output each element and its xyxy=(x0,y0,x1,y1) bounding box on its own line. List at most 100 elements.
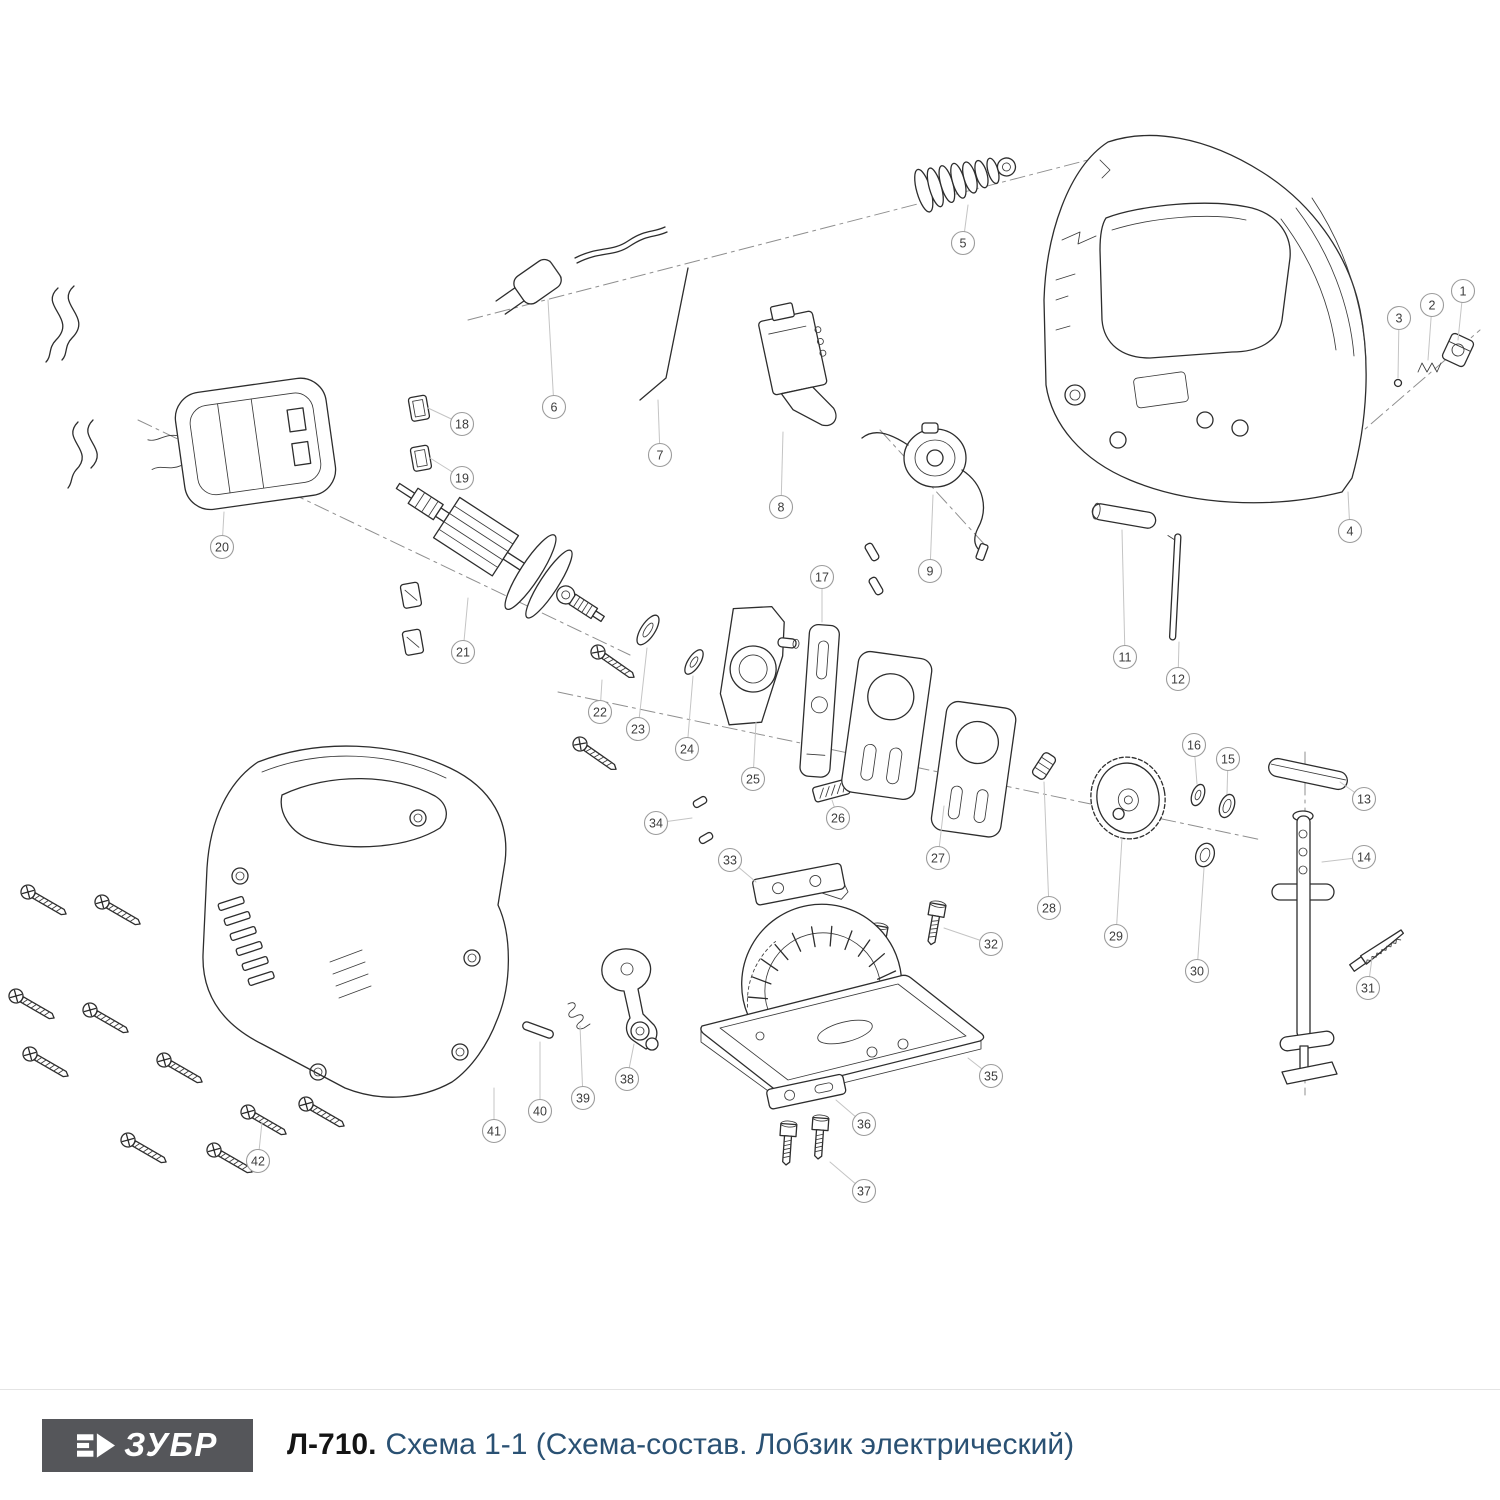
callout-circle xyxy=(1351,844,1377,870)
part-clamp-spring xyxy=(1417,362,1442,373)
part-socket-screw-a xyxy=(922,899,948,947)
callout-number: 15 xyxy=(1221,753,1235,767)
callout-circle xyxy=(209,534,235,560)
callout-circle xyxy=(570,1085,596,1111)
scheme-title: Схема 1-1 (Схема-состав. Лобзик электрич… xyxy=(385,1428,1075,1461)
callout-leader-line xyxy=(686,675,694,750)
part-screw-22a xyxy=(587,641,639,684)
part-spring xyxy=(567,1002,591,1030)
callout-circle xyxy=(614,1066,640,1092)
callout-number: 14 xyxy=(1357,851,1371,865)
part-screw-22b xyxy=(569,733,621,776)
callout-leader-line xyxy=(929,494,934,572)
callout-number: 29 xyxy=(1109,930,1123,944)
callout-number: 13 xyxy=(1357,793,1371,807)
callout-leader-line xyxy=(1196,867,1205,972)
callout-circle xyxy=(450,639,476,665)
lead-wires xyxy=(45,285,98,489)
callout-circle xyxy=(809,564,835,590)
callout-circle xyxy=(1165,666,1191,692)
callout-circle xyxy=(625,716,651,742)
callout-circle xyxy=(950,230,976,256)
callout-number: 20 xyxy=(215,541,229,555)
callout-circle xyxy=(1036,895,1062,921)
callout-number: 18 xyxy=(455,418,469,432)
part-washer-24 xyxy=(684,649,704,675)
callout-circle xyxy=(717,847,743,873)
part-bearing-bracket xyxy=(719,605,800,726)
part-roller xyxy=(1031,752,1057,780)
callout-circle xyxy=(1386,305,1412,331)
callout-number: 27 xyxy=(931,852,945,866)
callout-circle xyxy=(851,1178,877,1204)
callout-circle xyxy=(1103,923,1129,949)
callout-number: 40 xyxy=(533,1105,547,1119)
callout-number: 30 xyxy=(1190,965,1204,979)
callout-circle xyxy=(740,766,766,792)
part-stator xyxy=(147,377,337,511)
callout-number: 38 xyxy=(620,1073,634,1087)
callout-circle xyxy=(1355,975,1381,1001)
callout-circle xyxy=(978,931,1004,957)
part-cord-grommet xyxy=(914,157,1017,213)
part-power-plug xyxy=(495,226,668,315)
callout-number: 23 xyxy=(631,723,645,737)
part-brush-holder-2 xyxy=(409,444,433,472)
part-brush-2 xyxy=(401,628,425,656)
callout-number: 24 xyxy=(680,743,694,757)
callout-number: 42 xyxy=(251,1155,265,1169)
callout-number: 39 xyxy=(576,1092,590,1106)
callout-number: 9 xyxy=(927,565,934,579)
part-base-screw-a xyxy=(777,1119,798,1167)
part-support-bar xyxy=(1268,757,1348,791)
callout-circle xyxy=(768,494,794,520)
callout-circle xyxy=(825,805,851,831)
callout-number: 17 xyxy=(815,571,829,585)
brand-arrow-icon xyxy=(77,1432,116,1458)
callout-number: 5 xyxy=(960,237,967,251)
brand-logo: ЗУБР xyxy=(42,1418,253,1472)
callout-number: 8 xyxy=(778,501,785,515)
model-number: Л-710. xyxy=(287,1428,377,1461)
part-guide-plate-a xyxy=(841,650,933,801)
part-small-pins xyxy=(692,795,714,845)
part-washer-15 xyxy=(1218,793,1236,819)
callout-number: 35 xyxy=(984,1070,998,1084)
callout-circle xyxy=(449,465,475,491)
part-saw-blade xyxy=(1349,929,1405,972)
callout-circle xyxy=(647,442,673,468)
part-guide-plate-b xyxy=(930,700,1017,838)
callout-number: 31 xyxy=(1361,982,1375,996)
callout-number: 37 xyxy=(857,1185,871,1199)
callout-number: 1 xyxy=(1460,285,1467,299)
callout-number: 2 xyxy=(1429,299,1436,313)
callout-leader-line xyxy=(1115,837,1123,937)
callout-leader-line xyxy=(1043,781,1050,909)
callout-circle xyxy=(481,1118,507,1144)
part-roller-lever xyxy=(601,948,659,1051)
part-suppressor-coil xyxy=(861,422,989,561)
callout-circle xyxy=(587,699,613,725)
callout-number: 25 xyxy=(746,773,760,787)
callout-number: 19 xyxy=(455,472,469,486)
callout-number: 36 xyxy=(857,1118,871,1132)
callouts: 1234567891112131415161718192021222324252… xyxy=(209,230,1476,1204)
part-blade-rod-plate xyxy=(799,623,840,778)
callout-circle xyxy=(1337,518,1363,544)
callout-circle xyxy=(925,845,951,871)
part-brush-holder-1 xyxy=(407,394,431,422)
callout-number: 26 xyxy=(831,812,845,826)
callout-circle xyxy=(978,1063,1004,1089)
callout-number: 16 xyxy=(1187,739,1201,753)
part-gear-housing xyxy=(1043,134,1367,504)
callout-circle xyxy=(917,558,943,584)
callout-circle xyxy=(1184,958,1210,984)
callout-circle xyxy=(851,1111,877,1137)
part-washer-16 xyxy=(1190,783,1206,807)
callout-circle xyxy=(1351,786,1377,812)
part-clamp-plate xyxy=(752,862,849,906)
part-motor-housing xyxy=(202,745,510,1098)
callout-circle xyxy=(1112,644,1138,670)
part-gear-wheel xyxy=(1090,756,1166,840)
footer: ЗУБР Л-710.Схема 1-1 (Схема-состав. Лобз… xyxy=(0,1389,1500,1500)
